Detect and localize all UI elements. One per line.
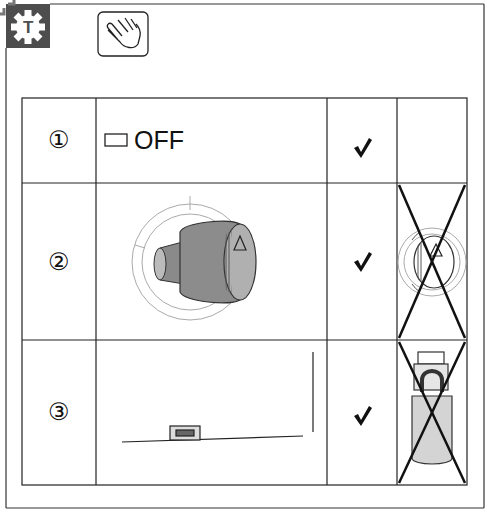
off-indicator-symbol (105, 134, 127, 146)
row-number: ① (48, 128, 70, 152)
row-number: ② (48, 250, 70, 274)
switch-state: OFF (134, 128, 184, 153)
check-marks (354, 138, 372, 426)
rotary-knob-forbidden-drawing (398, 185, 466, 338)
padlock-forbidden-drawing (399, 342, 465, 483)
hand-icon (98, 12, 148, 56)
row-number: ③ (48, 400, 70, 424)
gear-letter: T (23, 19, 33, 36)
page-frame (6, 4, 484, 508)
settings-gear-icon (0, 0, 50, 48)
lock-slot-drawing (122, 352, 313, 442)
instruction-table (22, 98, 467, 485)
rotary-knob-drawing (132, 196, 256, 320)
